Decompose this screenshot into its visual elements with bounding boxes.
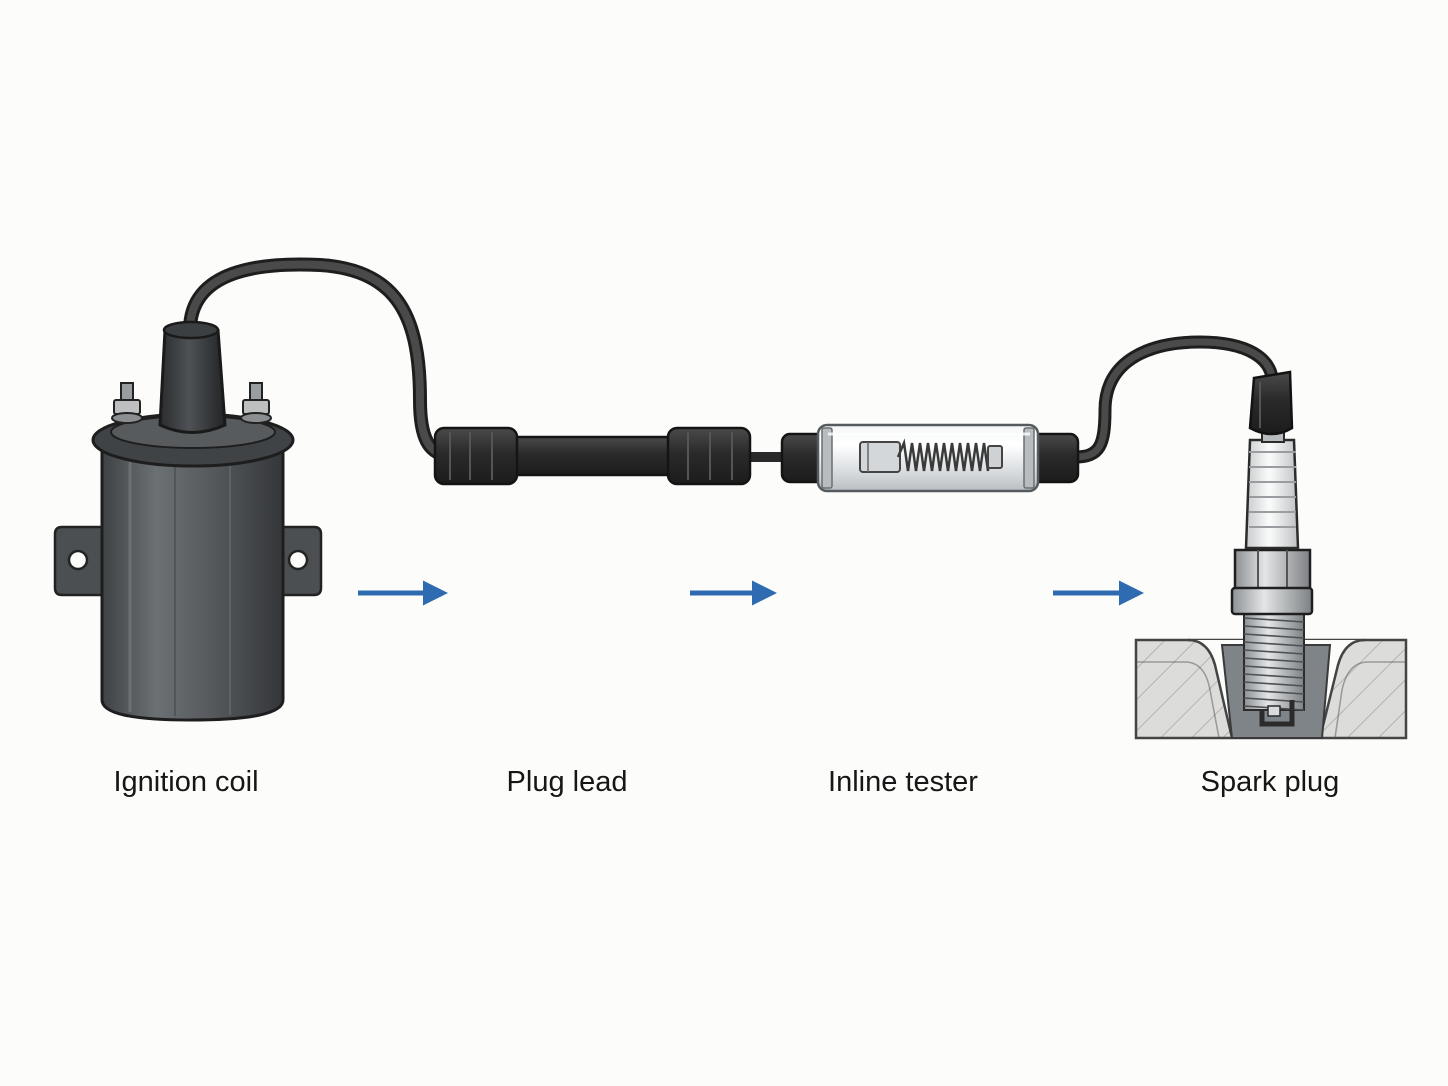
label-plug-lead: Plug lead xyxy=(506,766,628,798)
plug-lead-icon xyxy=(433,426,752,486)
spark-plug-icon xyxy=(1230,370,1314,727)
insulator-ribs xyxy=(1249,451,1296,528)
label-ignition-coil: Ignition coil xyxy=(113,766,259,798)
coil-terminal-right xyxy=(240,382,272,424)
ignition-coil-icon xyxy=(53,320,323,722)
label-inline-tester: Inline tester xyxy=(828,766,978,798)
tester-spring xyxy=(896,438,990,472)
inline-tester-icon xyxy=(780,423,1080,493)
coil-terminal-left xyxy=(111,382,143,424)
label-spark-plug: Spark plug xyxy=(1200,766,1340,798)
high-tension-cable xyxy=(183,257,1279,464)
